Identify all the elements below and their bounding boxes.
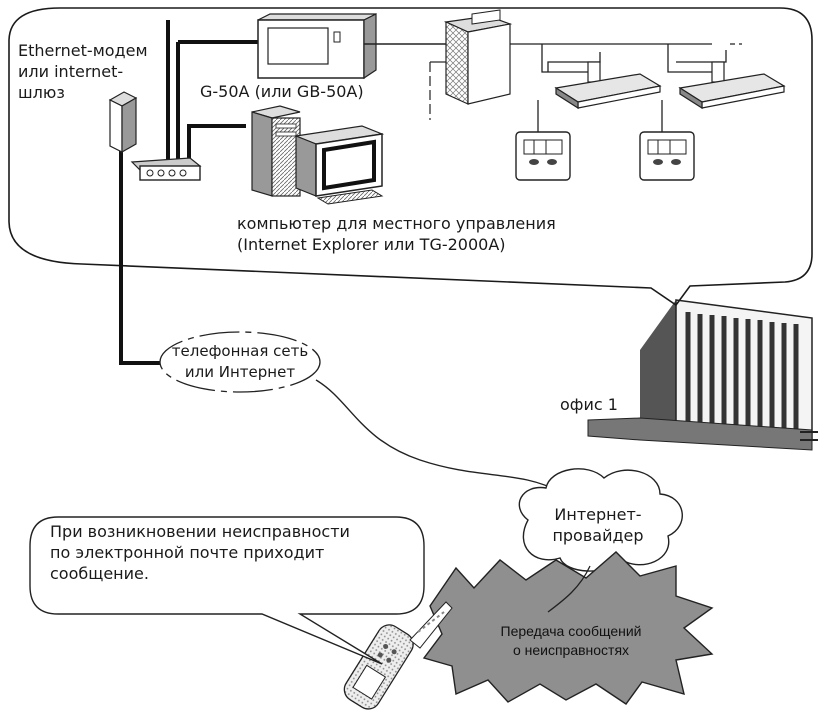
centralized-controller-icon [257, 13, 377, 80]
message-label-line-2: по электронной почте приходит [50, 543, 325, 562]
message-label-line-3: сообщение. [50, 564, 149, 583]
provider-label-line-1: Интернет- [554, 505, 642, 524]
message-label: При возникновении неисправности по элект… [50, 521, 350, 584]
indoor-unit-1-icon [554, 61, 662, 110]
alert-burst-shape [422, 551, 714, 705]
pc-label-line-1: компьютер для местного управления [237, 214, 556, 233]
provider-cloud-icon [518, 468, 683, 572]
phone-network-bubble [159, 331, 321, 393]
controller-label: G-50A (или GB-50A) [200, 82, 364, 101]
alert-label: Передача сообщений о неисправностях [496, 622, 646, 660]
pc-label: компьютер для местного управления (Inter… [237, 213, 556, 255]
network-label-line-1: телефонная сеть [171, 342, 309, 360]
alert-label-line-1: Передача сообщений [500, 623, 642, 639]
office-building-icon [587, 299, 818, 451]
signal-beam [409, 601, 453, 649]
modem-label-line-1: Ethernet-модем [18, 41, 148, 60]
modem-label-line-3: шлюз [18, 83, 65, 102]
modem-label-line-2: или internet- [18, 62, 124, 81]
pc-label-line-2: (Internet Explorer или TG-2000A) [237, 235, 506, 254]
provider-label: Интернет- провайдер [536, 504, 660, 546]
modem-label: Ethernet-модем или internet- шлюз [18, 40, 148, 103]
message-bubble-outline [29, 516, 425, 665]
indoor-unit-2-icon [678, 61, 786, 110]
remote-controller-2-icon [639, 131, 695, 181]
network-label-line-2: или Интернет [184, 363, 296, 381]
site-bubble-outline [8, 7, 813, 307]
mobile-phone-icon [343, 624, 414, 710]
local-pc-icon [251, 105, 385, 205]
ethernet-cabling [119, 20, 260, 365]
gateway-tower-icon [108, 91, 138, 154]
outdoor-unit-icon [429, 9, 513, 120]
office-label: офис 1 [560, 395, 618, 414]
refrigerant-piping [510, 43, 742, 134]
message-label-line-1: При возникновении неисправности [50, 522, 350, 541]
network-hub-icon [130, 157, 202, 181]
provider-label-line-2: провайдер [552, 526, 644, 545]
network-to-provider-cable [315, 379, 561, 493]
alert-label-line-2: о неисправностях [512, 642, 630, 658]
network-label: телефонная сеть или Интернет [168, 341, 312, 383]
remote-controller-1-icon [515, 131, 571, 181]
